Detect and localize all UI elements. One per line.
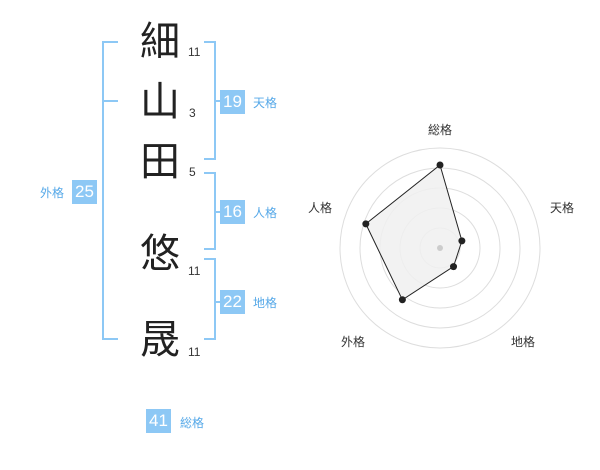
radar-axis-label-chikaku: 地格 xyxy=(511,335,536,349)
radar-center-point xyxy=(437,245,443,251)
chikaku-label: 地格 xyxy=(253,296,278,310)
chikaku-bracket-top xyxy=(204,258,216,260)
radar-axis-label-tenkaku: 天格 xyxy=(550,201,575,215)
chikaku-bracket-tick xyxy=(214,301,220,303)
gaikaku-bracket-bottom xyxy=(102,338,118,340)
radar-axis-label-soukaku: 総格 xyxy=(428,123,453,137)
jinkaku-value: 16 xyxy=(220,200,245,224)
name-char-5: 晟 xyxy=(140,317,180,363)
soukaku-value: 41 xyxy=(146,409,171,433)
stroke-count-3: 5 xyxy=(189,165,196,179)
radar-area xyxy=(365,164,463,301)
name-char-1: 細 xyxy=(140,19,180,65)
chikaku-bracket-bottom xyxy=(204,338,216,340)
gaikaku-bracket-mid xyxy=(102,100,118,102)
gaikaku-label: 外格 xyxy=(40,186,65,200)
stroke-count-5: 11 xyxy=(188,345,201,359)
fortune-radar-chart xyxy=(339,147,541,349)
name-char-3: 田 xyxy=(140,139,180,185)
radar-point-5 xyxy=(362,220,370,228)
radar-point-4 xyxy=(398,296,406,304)
jinkaku-bracket-bottom xyxy=(204,248,216,250)
jinkaku-bracket-top xyxy=(204,172,216,174)
gaikaku-bracket-vertical xyxy=(102,41,104,340)
radar-axis-label-gaikaku: 外格 xyxy=(341,335,366,349)
tenkaku-bracket-bottom xyxy=(204,158,216,160)
name-char-2: 山 xyxy=(140,79,180,125)
tenkaku-bracket-top xyxy=(204,41,216,43)
gaikaku-value: 25 xyxy=(72,180,97,204)
name-char-4: 悠 xyxy=(140,231,180,277)
radar-point-3 xyxy=(450,263,458,271)
stroke-count-2: 3 xyxy=(189,106,196,120)
jinkaku-bracket-tick xyxy=(214,211,220,213)
chikaku-value: 22 xyxy=(220,290,245,314)
radar-point-1 xyxy=(436,161,444,169)
radar-axis-label-jinkaku: 人格 xyxy=(308,201,333,215)
stroke-count-1: 11 xyxy=(188,45,201,59)
soukaku-label: 総格 xyxy=(180,416,205,430)
radar-shape xyxy=(362,161,466,304)
tenkaku-bracket-tick xyxy=(214,100,220,102)
tenkaku-label: 天格 xyxy=(253,96,278,110)
chikaku-bracket-vertical xyxy=(214,258,216,340)
gaikaku-bracket-top xyxy=(102,41,118,43)
tenkaku-value: 19 xyxy=(220,90,245,114)
stroke-count-4: 11 xyxy=(188,264,201,278)
radar-point-2 xyxy=(458,237,466,245)
jinkaku-label: 人格 xyxy=(253,206,278,220)
